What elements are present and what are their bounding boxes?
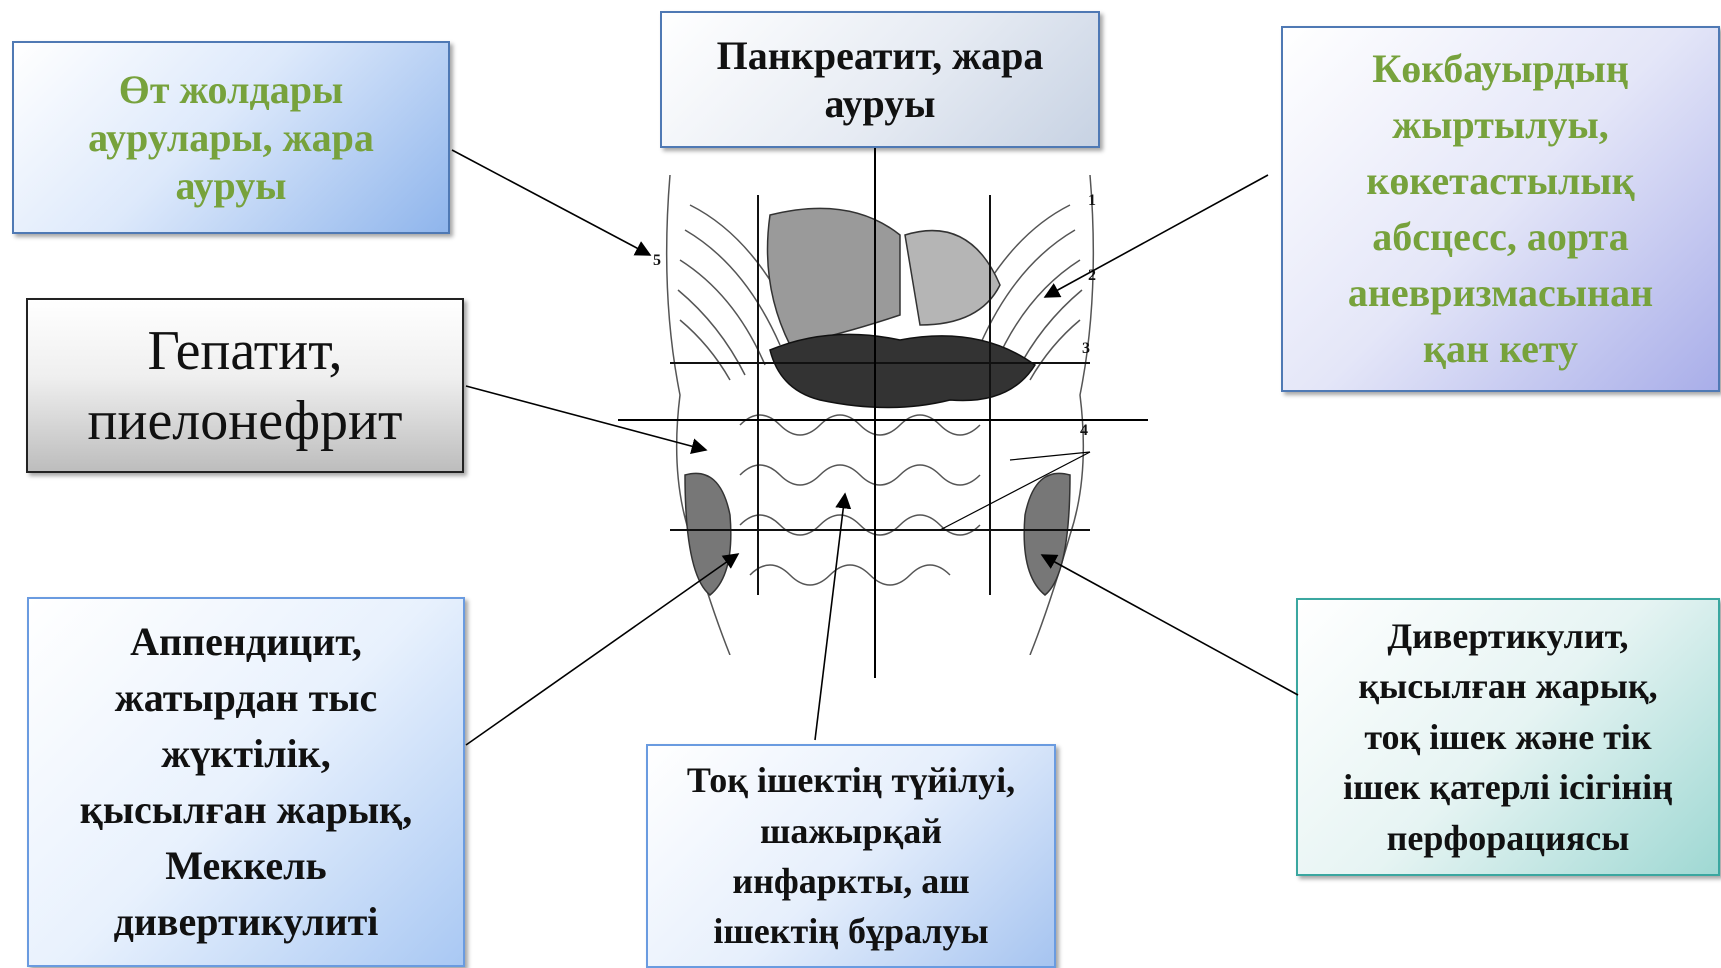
label-line: қан кету xyxy=(1348,321,1653,377)
label-hepatitis: Гепатит, пиелонефрит xyxy=(26,298,464,473)
label-line: ауруы xyxy=(88,162,374,210)
abdomen-anatomy-illustration: 1 2 3 4 5 xyxy=(650,175,1105,655)
label-line: ішек қатерлі ісігінің xyxy=(1343,762,1673,812)
label-line: Меккель xyxy=(80,838,412,894)
label-line: тоқ ішек және тік xyxy=(1343,712,1673,762)
label-line: қысылған жарық, xyxy=(80,782,412,838)
label-line: Дивертикулит, xyxy=(1343,611,1673,661)
label-line: абсцесс, аорта xyxy=(1348,209,1653,265)
label-line: Тоқ ішектің түйілуі, xyxy=(687,755,1015,805)
label-line: пиелонефрит xyxy=(88,386,403,456)
label-line: қысылған жарық, xyxy=(1343,661,1673,711)
label-line: аурулары, жара xyxy=(88,114,374,162)
label-line: ауруы xyxy=(717,80,1044,128)
label-line: дивертикулиті xyxy=(80,894,412,950)
label-diverticulitis: Дивертикулит, қысылған жарық, тоқ ішек ж… xyxy=(1296,598,1720,876)
label-spleen-rupture: Көкбауырдың жыртылуы, көкетастылық абсце… xyxy=(1281,26,1720,392)
label-bile-duct-diseases: Өт жолдары аурулары, жара ауруы xyxy=(12,41,450,234)
arrow-bile xyxy=(452,150,650,255)
figure-number: 2 xyxy=(1088,267,1096,284)
figure-number: 4 xyxy=(1080,422,1088,439)
label-line: аневризмасынан xyxy=(1348,265,1653,321)
label-colon-spasm: Тоқ ішектің түйілуі, шажырқай инфаркты, … xyxy=(646,744,1056,968)
label-appendicitis: Аппендицит, жатырдан тыс жүктілік, қысыл… xyxy=(27,597,465,967)
label-line: шажырқай xyxy=(687,806,1015,856)
label-line: жүктілік, xyxy=(80,726,412,782)
label-line: Көкбауырдың xyxy=(1348,41,1653,97)
label-pancreatitis: Панкреатит, жара ауруы xyxy=(660,11,1100,148)
label-line: жыртылуы, xyxy=(1348,97,1653,153)
label-line: ішектің бұралуы xyxy=(687,906,1015,956)
figure-number: 1 xyxy=(1088,192,1096,209)
label-line: перфорациясы xyxy=(1343,813,1673,863)
label-line: Өт жолдары xyxy=(88,66,374,114)
label-line: Панкреатит, жара xyxy=(717,32,1044,80)
label-line: инфаркты, аш xyxy=(687,856,1015,906)
figure-number: 3 xyxy=(1082,340,1090,357)
figure-number: 5 xyxy=(653,252,661,269)
label-line: көкетастылық xyxy=(1348,153,1653,209)
label-line: Аппендицит, xyxy=(80,614,412,670)
label-line: Гепатит, xyxy=(88,316,403,386)
label-line: жатырдан тыс xyxy=(80,670,412,726)
